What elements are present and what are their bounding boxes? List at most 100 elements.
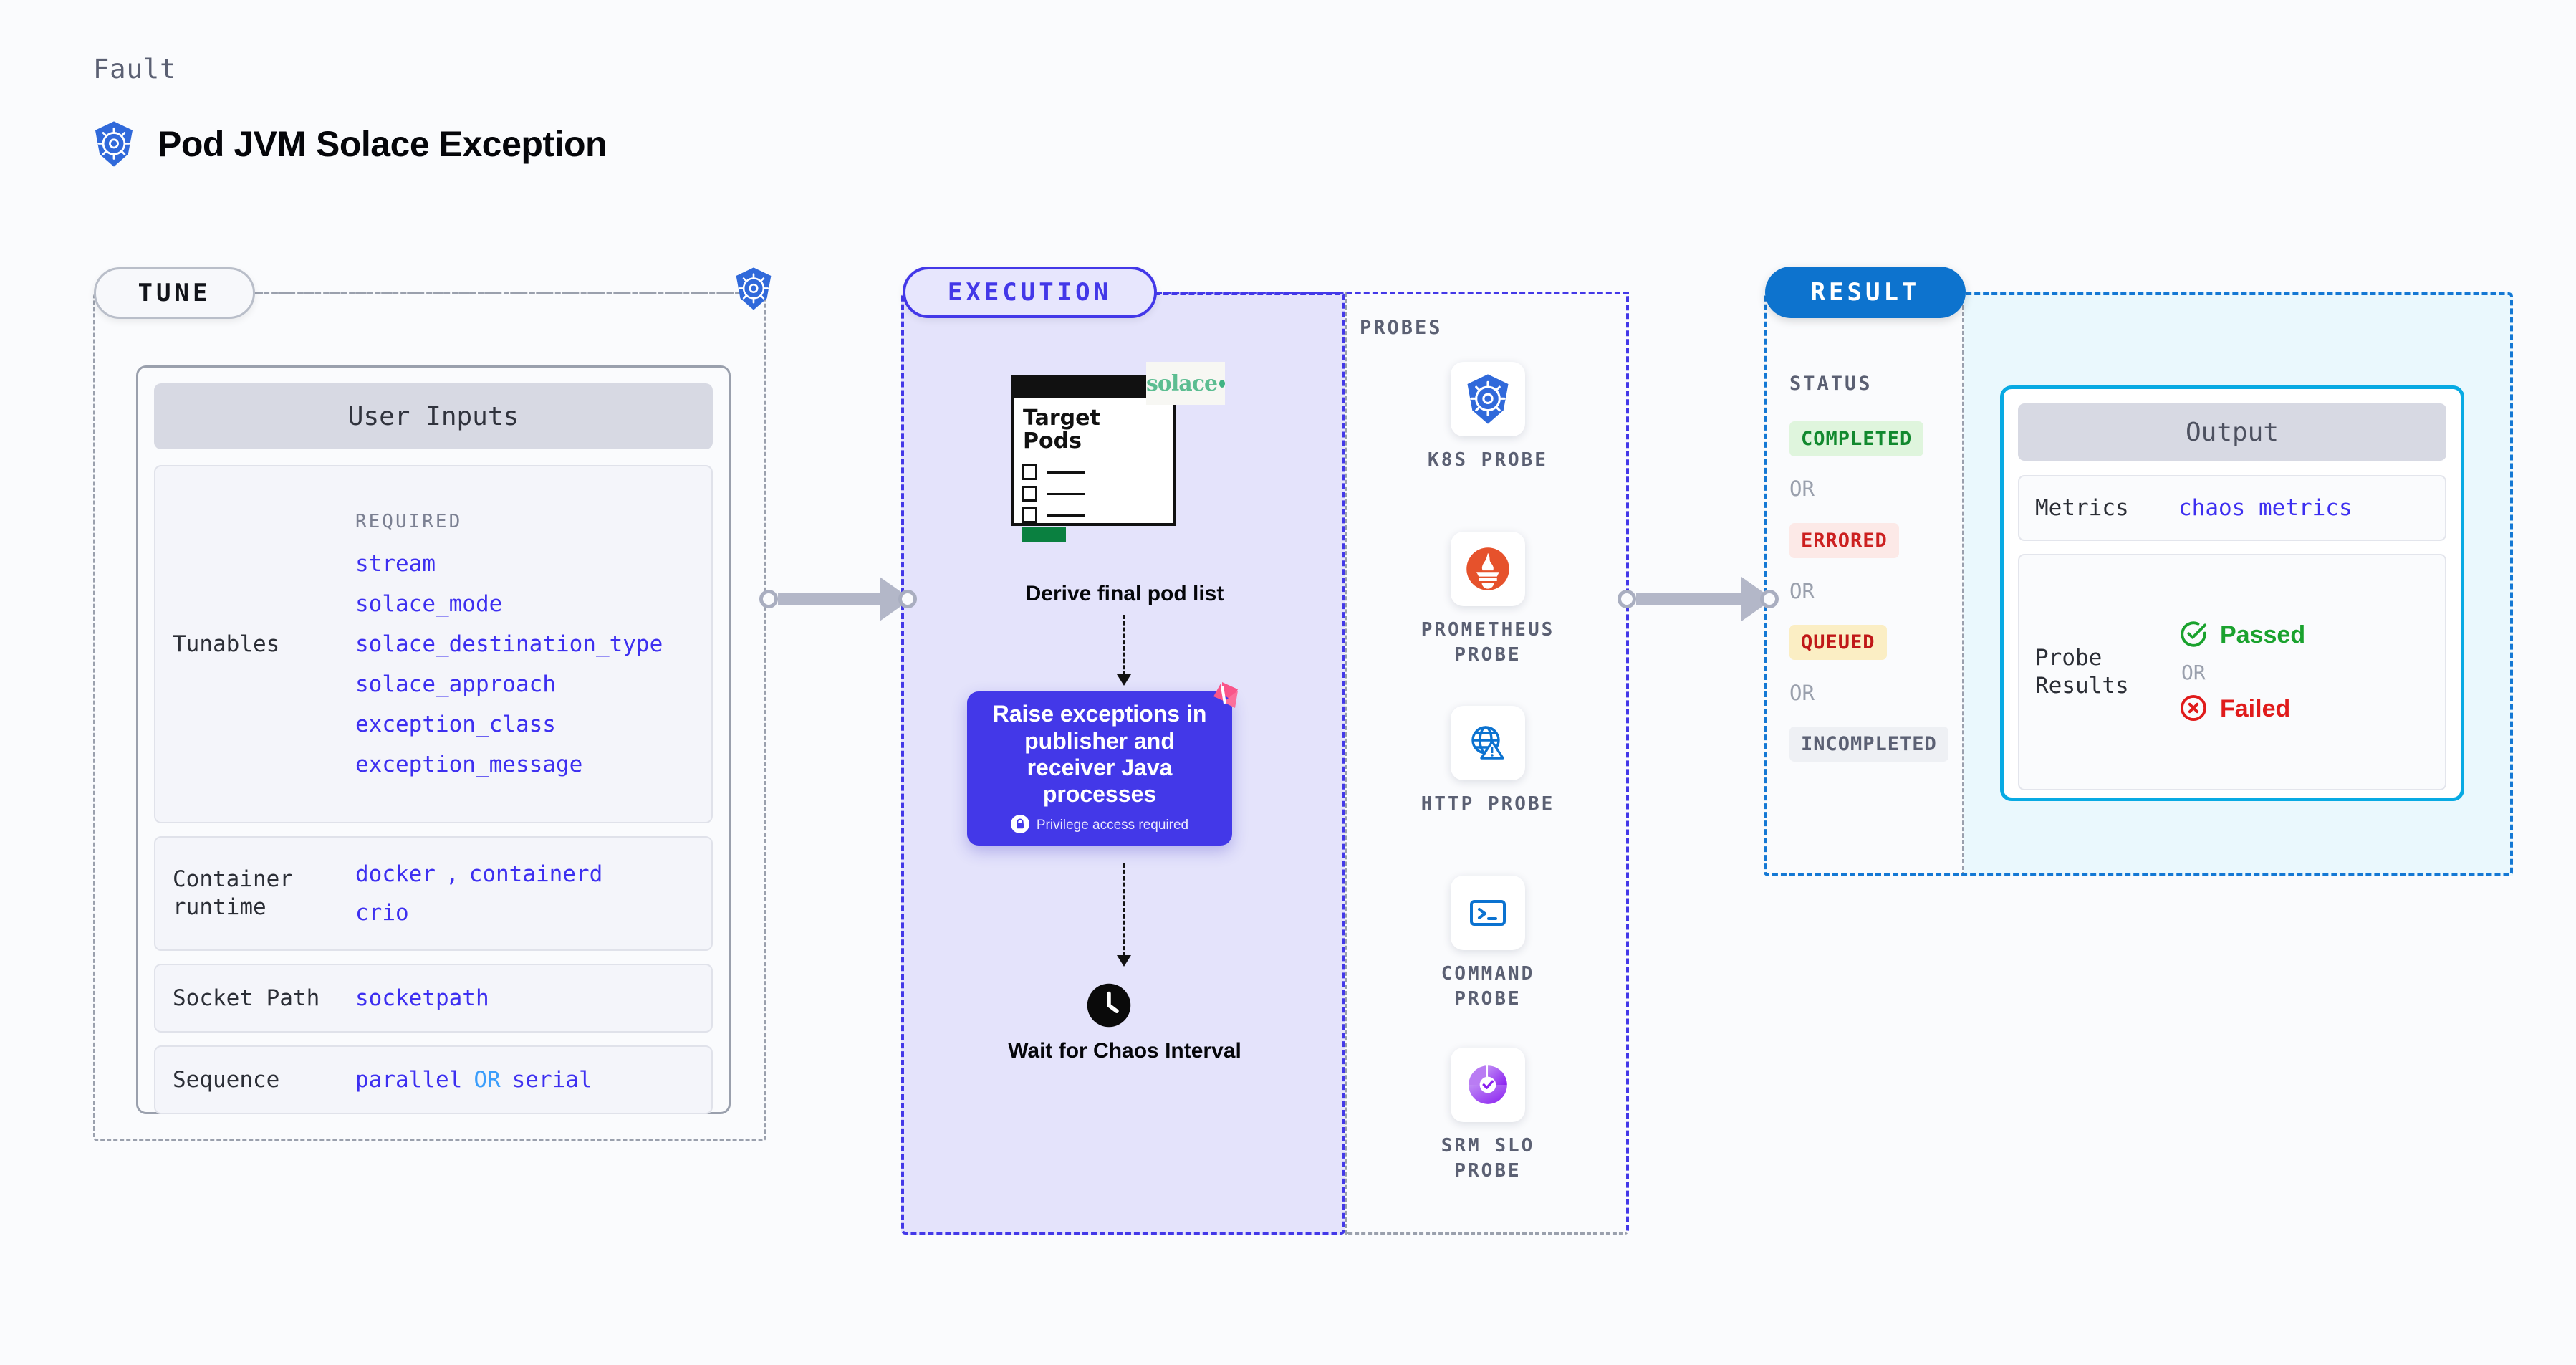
connector-bar	[778, 593, 881, 605]
runtime-crio[interactable]: crio	[355, 900, 409, 926]
status-badge-errored: ERRORED	[1789, 523, 1899, 558]
probe-prometheus[interactable]: PROMETHEUS PROBE	[1413, 532, 1563, 668]
terminal-icon	[1451, 876, 1525, 950]
connector-tune-to-execution	[759, 577, 917, 621]
kubernetes-icon	[92, 120, 136, 168]
table-row: Metrics chaos metrics	[2018, 475, 2446, 541]
output-header: Output	[2018, 403, 2446, 461]
privilege-note: Privilege access required	[1010, 814, 1189, 836]
table-row: Tunables REQUIRED stream solace_mode sol…	[154, 465, 713, 823]
row-label-container-runtime: Container runtime	[173, 866, 293, 920]
solace-logo-dot	[1219, 379, 1225, 388]
tune-pill[interactable]: TUNE	[94, 267, 255, 319]
probe-result-or: OR	[2181, 660, 2206, 684]
solace-logo: solace	[1146, 362, 1225, 405]
action-box-text: Raise exceptions in publisher and receiv…	[992, 701, 1207, 808]
execution-pill[interactable]: EXECUTION	[903, 267, 1157, 318]
user-inputs-header: User Inputs	[154, 383, 713, 449]
tunable-solace-approach[interactable]: solace_approach	[355, 671, 556, 697]
tune-kubernetes-icon	[733, 267, 774, 314]
probe-srm-slo[interactable]: SRM SLO PROBE	[1413, 1048, 1563, 1184]
tunable-exception-message[interactable]: exception_message	[355, 752, 583, 777]
connector-bar	[1636, 593, 1743, 605]
sequence-parallel[interactable]: parallel	[355, 1067, 463, 1093]
doc-title-line2: Pods	[1023, 428, 1082, 454]
probe-k8s[interactable]: K8S PROBE	[1413, 362, 1563, 473]
execution-connector-line	[1156, 292, 1629, 294]
page-title-row: Pod JVM Solace Exception	[92, 120, 607, 168]
row-label-metrics: Metrics	[2035, 494, 2129, 521]
solace-logo-text: solace	[1146, 370, 1218, 396]
table-row: Socket Path socketpath	[154, 964, 713, 1033]
status-or-1: OR	[1789, 476, 1815, 501]
status-or-2: OR	[1789, 579, 1815, 603]
clock-icon	[1085, 982, 1133, 1032]
prometheus-icon	[1451, 532, 1525, 606]
socketpath-value[interactable]: socketpath	[355, 985, 489, 1011]
derive-pod-list-label: Derive final pod list	[1025, 582, 1224, 605]
connector-execution-to-result	[1618, 577, 1779, 621]
probe-label: SRM SLO PROBE	[1441, 1135, 1535, 1182]
sequence-separator: OR	[474, 1067, 501, 1093]
connector-dot-left	[1618, 590, 1636, 608]
probe-result-passed: Passed	[2178, 619, 2429, 652]
runtime-separator: ,	[445, 861, 459, 887]
raise-exceptions-action-box[interactable]: Raise exceptions in publisher and receiv…	[967, 691, 1232, 846]
litmus-logo-icon	[1203, 679, 1241, 719]
output-card: Output Metrics chaos metrics Probe Resul…	[2000, 385, 2464, 801]
kubernetes-icon	[1451, 362, 1525, 436]
row-label-sequence: Sequence	[173, 1066, 280, 1093]
tune-connector-line	[255, 292, 749, 294]
page-title: Pod JVM Solace Exception	[158, 124, 607, 164]
failed-label: Failed	[2220, 695, 2291, 722]
srm-slo-icon	[1451, 1048, 1525, 1122]
table-row: Probe Results Passed OR	[2018, 554, 2446, 790]
x-circle-icon	[2178, 693, 2209, 726]
metrics-value[interactable]: chaos metrics	[2178, 495, 2352, 521]
doc-title-line1: Target	[1023, 406, 1100, 431]
tunable-stream[interactable]: stream	[355, 551, 436, 577]
probe-command[interactable]: COMMAND PROBE	[1413, 876, 1563, 1012]
flow-arrow-2-head	[1117, 955, 1131, 967]
probes-section-label: PROBES	[1360, 317, 1443, 339]
lock-icon	[1010, 814, 1029, 836]
tunable-solace-mode[interactable]: solace_mode	[355, 591, 503, 617]
status-or-3: OR	[1789, 681, 1815, 705]
flow-arrow-1-head	[1117, 674, 1131, 686]
probe-label: HTTP PROBE	[1421, 793, 1555, 815]
table-row: Sequence parallel OR serial	[154, 1045, 713, 1114]
probe-label: K8S PROBE	[1428, 449, 1548, 471]
tunable-solace-destination-type[interactable]: solace_destination_type	[355, 631, 663, 657]
http-globe-warning-icon	[1451, 706, 1525, 780]
result-pill-label: RESULT	[1810, 278, 1921, 307]
status-badge-incompleted: INCOMPLETED	[1789, 727, 1948, 762]
runtime-docker[interactable]: docker	[355, 861, 436, 887]
check-circle-icon	[2178, 619, 2209, 652]
execution-pill-label: EXECUTION	[947, 278, 1112, 307]
flow-arrow-2-line	[1123, 863, 1125, 957]
runtime-containerd[interactable]: containerd	[468, 861, 603, 887]
row-label-socket-path: Socket Path	[173, 985, 320, 1011]
tune-pill-label: TUNE	[138, 279, 211, 307]
probe-label: PROMETHEUS PROBE	[1421, 619, 1555, 666]
status-badge-completed: COMPLETED	[1789, 421, 1924, 456]
fault-eyebrow-label: Fault	[93, 54, 177, 85]
probe-label: COMMAND PROBE	[1441, 963, 1535, 1010]
wait-for-chaos-interval-label: Wait for Chaos Interval	[1008, 1039, 1241, 1063]
probe-http[interactable]: HTTP PROBE	[1413, 706, 1563, 817]
passed-label: Passed	[2220, 621, 2306, 648]
flow-arrow-1-line	[1123, 615, 1125, 676]
connector-dot-right	[898, 590, 917, 608]
status-section-label: STATUS	[1789, 373, 1873, 395]
sequence-serial[interactable]: serial	[511, 1067, 592, 1093]
privilege-note-text: Privilege access required	[1036, 817, 1189, 833]
user-inputs-card: User Inputs Tunables REQUIRED stream sol…	[136, 365, 731, 1114]
result-pill[interactable]: RESULT	[1765, 267, 1966, 318]
row-label-tunables: Tunables	[173, 631, 280, 657]
connector-dot-right	[1760, 590, 1779, 608]
row-label-probe-results: Probe Results	[2035, 645, 2129, 699]
tunable-exception-class[interactable]: exception_class	[355, 712, 556, 737]
status-badge-queued: QUEUED	[1789, 625, 1887, 660]
probe-result-failed: Failed	[2178, 693, 2429, 726]
table-row: Container runtime docker , containerd cr…	[154, 836, 713, 951]
